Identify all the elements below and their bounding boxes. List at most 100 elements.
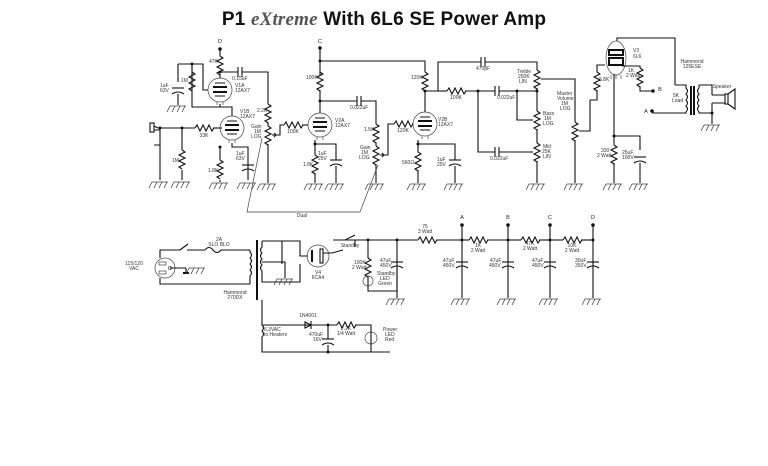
- node-c-resistor-watt: 2 Watt: [565, 248, 580, 254]
- bass-pot[interactable]: [530, 110, 541, 131]
- gain2-pot-taper: LOG: [359, 155, 370, 161]
- treble-pot[interactable]: [533, 69, 576, 122]
- v1b-type-label: 12AX7: [240, 114, 255, 120]
- preamp-section: 33K 1M V1B 12AX7 1.8K 1uF 63V V1A 12AX7 …: [148, 39, 591, 219]
- brand-name: eXtreme: [250, 9, 318, 30]
- heater-winding-label-2: to Heaters: [264, 332, 288, 338]
- schematic-title: P1 eXtreme With 6L6 SE Power Amp: [221, 9, 547, 30]
- node-c-cap-voltage: 450V: [532, 263, 544, 269]
- gain1-pot-value: 1M: [254, 129, 261, 135]
- bass-pot-taper: LOG: [543, 121, 554, 127]
- input-resistor-label: 33K: [200, 133, 210, 139]
- v2a-label: V2A: [335, 118, 345, 124]
- power-amp-section: 6.8K V3 6L6 1K 2 Watt B 330 2 Watt 25uF …: [590, 37, 736, 191]
- rectifier-label: V4: [315, 270, 321, 276]
- v2a-type-label: 12AX7: [335, 123, 350, 129]
- bass-cap-label: 0.022uF: [497, 95, 515, 101]
- standby-resistor-watt: 2 Watt: [352, 265, 367, 271]
- rectifier-tube-v4[interactable]: [306, 244, 330, 268]
- power-led-label: Power: [383, 327, 398, 333]
- filter-node-a: A 47uF 450V 1K 2 Watt: [443, 215, 508, 306]
- dual-gang-label: Dual: [297, 213, 307, 219]
- mid-pot-value: 25K: [542, 149, 552, 155]
- node-d-label: D: [218, 39, 222, 45]
- tube-v2b[interactable]: [412, 111, 438, 140]
- first-filter-cap-voltage: 450V: [380, 263, 392, 269]
- speaker-icon: [712, 87, 736, 111]
- led-resistor-label: 2.2K: [341, 326, 352, 332]
- power-transformer[interactable]: [249, 240, 290, 300]
- master-pot-label: Master: [557, 91, 573, 97]
- node-a-ref: A: [644, 109, 648, 115]
- node-b-resistor-watt: 2 Watt: [523, 246, 538, 252]
- standby-resistor-label: 100K: [354, 260, 366, 266]
- diode-label: 1N4001: [299, 313, 317, 319]
- master-pot-taper: LOG: [560, 106, 571, 112]
- node-b-ref: B: [658, 87, 662, 93]
- standby-led-label: Standby: [377, 271, 396, 277]
- power-transformer-model: 270DX: [227, 295, 243, 301]
- master-volume-pot[interactable]: [571, 100, 591, 142]
- v3-screen-resistor-label: 1K: [628, 68, 635, 74]
- input-jack-icon[interactable]: [149, 122, 164, 146]
- output-load-label-2: Load: [672, 98, 683, 104]
- gain1-pot-taper: LOG: [251, 134, 262, 140]
- node-a-label: A: [460, 215, 464, 221]
- node-a-resistor-label: 1K: [475, 243, 482, 249]
- v2a-cathode-resistor-label: 1.8K: [303, 162, 314, 168]
- v1a-type-label: 12AX7: [235, 88, 250, 94]
- filter-node-b: B 47uF 450V 47K 2 Watt: [489, 215, 550, 306]
- v3-cathode-resistor-watt: 2 Watt: [597, 153, 612, 159]
- mid-pot-taper: LIN: [543, 154, 551, 160]
- v2a-plate-resistor-label: 100K: [306, 75, 318, 81]
- gain2-pot-value: 1M: [361, 150, 368, 156]
- gain1-series-resistor-label: 2.2K: [257, 108, 268, 114]
- mid-cap-label: 0.022uF: [490, 156, 508, 162]
- v3-cathode-cap-label: 25uF: [622, 150, 633, 156]
- output-transformer-label: Hammond: [680, 59, 703, 65]
- treble-pot-label: Treble: [517, 69, 531, 75]
- mid-pot[interactable]: [530, 142, 541, 163]
- master-pot-value: 1M: [561, 101, 568, 107]
- v2a-coupling-cap-label: 0.022uF: [350, 105, 368, 111]
- output-transformer-model: 125ESE: [683, 64, 702, 70]
- standby-led-color: Green: [378, 281, 392, 287]
- v1b-bypass-cap-label: 1uF: [236, 151, 245, 157]
- power-transformer-label: Hammond: [223, 290, 246, 296]
- output-transformer[interactable]: [652, 84, 713, 115]
- power-supply-section: 115/120 VAC 2A SLO BLO Hammond 270DX V4 …: [125, 215, 602, 354]
- power-switch[interactable]: [179, 243, 189, 251]
- v3-cathode-resistor-label: 330: [601, 148, 610, 154]
- v3-screen-resistor-watt: 2 Watt: [626, 73, 641, 79]
- power-led-icon: [364, 331, 378, 345]
- node-a-cap-voltage: 450V: [443, 263, 455, 269]
- v2b-bypass-cap-voltage: 25V: [437, 162, 447, 168]
- v2b-cathode-resistor-label: 560Ω: [402, 160, 414, 166]
- mains-vac-label: VAC: [129, 266, 139, 272]
- gain2-pot[interactable]: [372, 145, 386, 166]
- gain2-grid-stopper-label: 120K: [397, 128, 409, 134]
- standby-switch[interactable]: [333, 234, 356, 241]
- filter-node-d: D 30uF 350V: [575, 215, 602, 306]
- v3-type-label: 6L6: [633, 54, 642, 60]
- mains-voltage-label: 115/120: [125, 261, 143, 267]
- v1a-bypass-cap-label: 1uF: [160, 83, 169, 89]
- v1a-plate-resistor-label: 47K: [209, 59, 219, 65]
- tube-v2a[interactable]: [307, 112, 333, 141]
- v2b-bypass-cap-label: 1uF: [437, 157, 446, 163]
- bass-pot-label: Bass: [543, 111, 555, 117]
- v1a-bypass-cap-voltage: 63V: [160, 88, 170, 94]
- fuse-type-label: SLO BLO: [208, 242, 230, 248]
- gain1-pot[interactable]: [264, 125, 278, 146]
- v3-label: V3: [633, 48, 639, 54]
- v1b-label: V1B: [240, 109, 250, 115]
- tube-v1b[interactable]: [219, 115, 245, 144]
- node-b-resistor-label: 47K: [526, 241, 536, 247]
- gain1-pot-label: Gain: [251, 124, 262, 130]
- tube-v3[interactable]: [605, 40, 627, 79]
- node-d-cap-label: 30uF: [575, 258, 586, 264]
- bright-cap-label: 470pF: [476, 66, 490, 72]
- dropping-resistor-watt: 3 Watt: [418, 229, 433, 235]
- tube-v1a[interactable]: [207, 77, 233, 106]
- grid-leak-label: 1M: [172, 158, 179, 164]
